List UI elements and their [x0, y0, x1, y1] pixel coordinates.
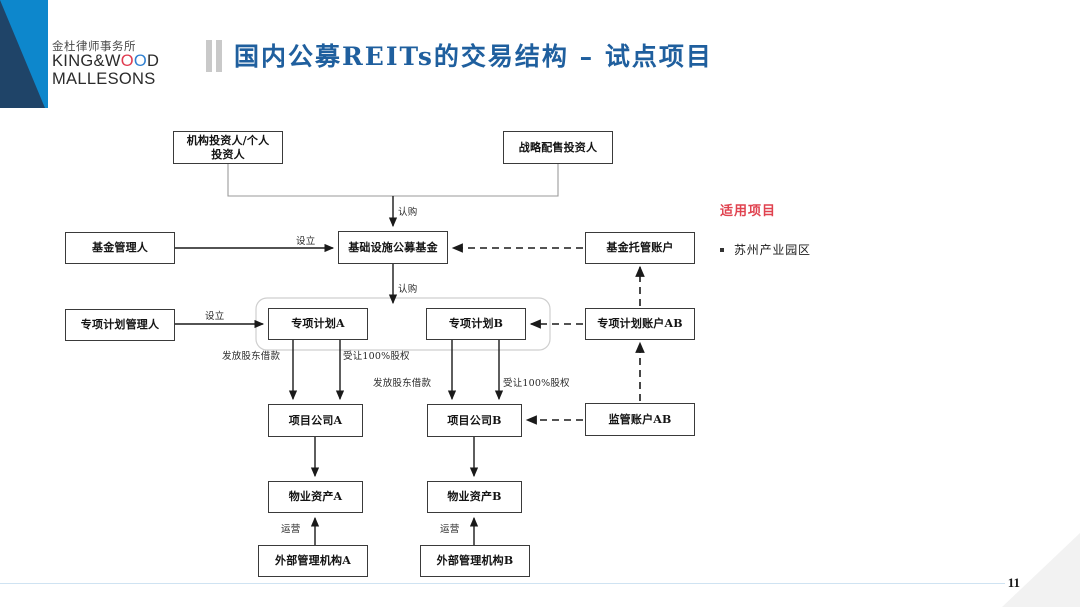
- edge-label-text: 认购: [398, 284, 418, 295]
- node-label: 物业资产A: [288, 490, 343, 504]
- corner-decoration-bottom-right: [994, 533, 1080, 607]
- list-item-label: 苏州产业园区: [734, 243, 811, 257]
- footer-divider: [0, 582, 1005, 584]
- edge-label-subscribe-fund: 认购: [398, 204, 417, 218]
- node-special-plan-account-ab: 专项计划账户AB: [585, 308, 695, 340]
- edge-label-operation-b: 运营: [440, 521, 459, 535]
- logo-o-red: O: [120, 52, 134, 71]
- edge-label-text: 发放股东借款: [222, 351, 281, 362]
- title-bars-icon: [206, 40, 222, 72]
- bullet-icon: [720, 247, 724, 252]
- edge-label-text: 受让100%股权: [503, 378, 570, 389]
- node-strategic-investors: 战略配售投资人: [503, 131, 613, 164]
- node-external-manager-b: 外部管理机构B: [420, 545, 530, 577]
- applicable-projects-list: 苏州产业园区: [720, 241, 980, 258]
- node-label: 专项计划管理人: [80, 318, 160, 332]
- node-label: 物业资产B: [447, 490, 502, 504]
- node-property-asset-a: 物业资产A: [268, 481, 363, 513]
- node-label: 基础设施公募基金: [348, 240, 438, 254]
- node-label: 机构投资人/个人投资人: [186, 133, 270, 161]
- node-label: 专项计划A: [291, 317, 345, 331]
- node-label: 外部管理机构A: [275, 554, 351, 568]
- edge-label-establish-fund: 设立: [296, 233, 315, 247]
- node-supervision-account-ab: 监管账户AB: [585, 403, 695, 436]
- node-label: 项目公司A: [288, 413, 343, 427]
- applicable-projects-panel: 适用项目 苏州产业园区: [720, 200, 980, 258]
- logo-en-part-b: D: [147, 52, 160, 71]
- node-label: 基金托管账户: [606, 241, 674, 255]
- node-property-asset-b: 物业资产B: [427, 481, 522, 513]
- edge-label-shareholder-loan-a: 发放股东借款: [222, 348, 280, 362]
- list-item: 苏州产业园区: [720, 241, 980, 258]
- edge-label-subscribe-plan: 认购: [398, 281, 417, 295]
- edge-label-text: 运营: [281, 524, 301, 535]
- page-title: 国内公募REITs的交易结构 – 试点项目: [206, 40, 713, 72]
- edge-label-text: 运营: [440, 524, 460, 535]
- edge-label-text: 受让100%股权: [343, 351, 410, 362]
- node-label: 战略配售投资人: [518, 140, 598, 154]
- node-label: 专项计划账户AB: [597, 317, 683, 331]
- node-label: 专项计划B: [448, 317, 504, 331]
- node-project-company-b: 项目公司B: [427, 404, 522, 437]
- node-external-manager-a: 外部管理机构A: [258, 545, 368, 577]
- logo-en-part-a: KING&W: [52, 52, 121, 71]
- edge-label-shareholder-loan-b: 发放股东借款: [373, 375, 431, 389]
- edge-label-text: 发放股东借款: [373, 378, 432, 389]
- node-label: 外部管理机构B: [436, 554, 514, 568]
- edge-label-equity-transfer-a: 受让100%股权: [343, 348, 410, 362]
- logo-english-line-1: KING&WOOD: [52, 52, 170, 71]
- node-special-plan-b: 专项计划B: [426, 308, 526, 340]
- applicable-projects-title: 适用项目: [720, 204, 777, 219]
- edge-label-operation-a: 运营: [281, 521, 300, 535]
- node-label: 监管账户AB: [608, 412, 672, 426]
- edge-label-equity-transfer-b: 受让100%股权: [503, 375, 570, 389]
- node-fund-custody-account: 基金托管账户: [585, 232, 695, 264]
- edge-label-text: 设立: [205, 311, 225, 322]
- node-fund-manager: 基金管理人: [65, 232, 175, 264]
- kwm-logo: 金杜律师事务所 KING&WOOD MALLESONS: [52, 39, 170, 89]
- node-label: 基金管理人: [92, 241, 148, 255]
- node-institutional-investors: 机构投资人/个人投资人: [173, 131, 283, 164]
- logo-chinese-name: 金杜律师事务所: [52, 39, 136, 53]
- logo-o-blue: O: [133, 52, 147, 71]
- page-number: 11: [1007, 575, 1020, 590]
- edge-label-text: 设立: [296, 236, 316, 247]
- node-project-company-a: 项目公司A: [268, 404, 363, 437]
- logo-english-line-2: MALLESONS: [52, 69, 156, 88]
- edge-label-establish-plan: 设立: [205, 308, 224, 322]
- node-public-infrastructure-fund: 基础设施公募基金: [338, 231, 448, 264]
- page-title-text: 国内公募REITs的交易结构 – 试点项目: [234, 41, 713, 71]
- corner-decoration-top-left: [0, 0, 48, 108]
- node-label: 项目公司B: [447, 413, 502, 427]
- node-special-plan-manager: 专项计划管理人: [65, 309, 175, 341]
- edge-label-text: 认购: [398, 207, 418, 218]
- node-special-plan-a: 专项计划A: [268, 308, 368, 340]
